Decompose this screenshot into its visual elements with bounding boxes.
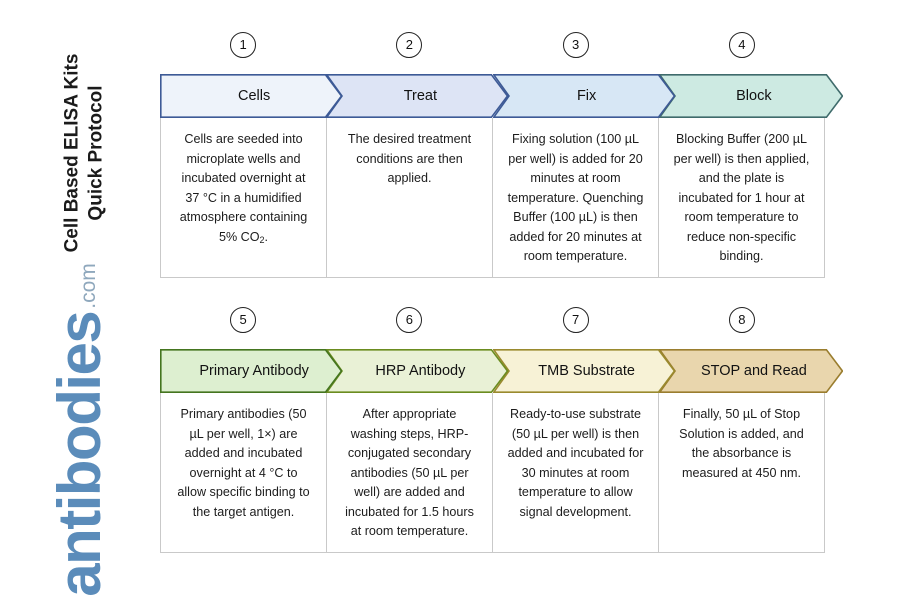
step-chevron-label-3: Fix <box>576 88 597 104</box>
step-chevron-shape-8 <box>658 349 843 393</box>
step-chevron-band-row-2: Primary Antibody HRP Antibody TMB Substrat… <box>160 349 843 393</box>
brand-logo: antibodies .com <box>10 263 150 597</box>
side-title-text: Cell Based ELISA Kits Quick Protocol <box>61 54 110 253</box>
step-description-text-5: Primary antibodies (50 µL per well, 1×) … <box>177 407 310 519</box>
step-description-text-7: Ready-to-use substrate (50 µL per well) … <box>507 407 644 519</box>
step-chevron-band-row-1: Cells Treat Fix Block <box>160 74 843 118</box>
step-chevron-4[interactable]: Block <box>658 74 843 118</box>
step-chevron-label-6: HRP Antibody <box>375 363 466 379</box>
step-chevron-5[interactable]: Primary Antibody <box>160 349 343 393</box>
brand-logo-suffix: .com <box>77 263 100 309</box>
step-chevron-shape-1 <box>160 74 343 118</box>
step-chevron-label-5: Primary Antibody <box>199 363 309 379</box>
step-description-cell-3: Fixing solution (100 µL per well) is add… <box>493 118 659 277</box>
step-chevron-shape-3 <box>492 74 675 118</box>
step-description-cell-5: Primary antibodies (50 µL per well, 1×) … <box>161 393 327 552</box>
step-number-badge-2: 2 <box>396 32 423 58</box>
step-number-badge-3: 3 <box>562 32 589 58</box>
step-description-grid-row-2: Primary antibodies (50 µL per well, 1×) … <box>160 393 825 553</box>
step-description-grid-row-1: Cells are seeded into microplate wells a… <box>160 118 825 278</box>
step-chevron-6[interactable]: HRP Antibody <box>326 349 509 393</box>
protocol-row-2: 5 6 7 8 Primary Antibody HRP Antibody TMB Sub… <box>160 307 843 553</box>
step-number-badge-1: 1 <box>230 32 257 58</box>
step-description-subscript-1: 2 <box>259 234 265 245</box>
step-chevron-shape-4 <box>658 74 843 118</box>
step-chevron-shape-6 <box>326 349 509 393</box>
step-number-badge-4: 4 <box>728 32 755 58</box>
protocol-row-1: 1 2 3 4 Cells Treat Fix Block Cells are seeded… <box>160 32 843 278</box>
step-description-cell-6: After appropriate washing steps, HRP-con… <box>327 393 493 552</box>
step-chevron-label-7: TMB Substrate <box>538 363 635 379</box>
step-chevron-1[interactable]: Cells <box>160 74 343 118</box>
side-title-line-1: Cell Based ELISA Kits <box>61 53 83 253</box>
brand-logo-inner: antibodies .com <box>46 263 113 597</box>
step-chevron-2[interactable]: Treat <box>326 74 509 118</box>
step-chevron-3[interactable]: Fix <box>492 74 675 118</box>
step-chevron-label-1: Cells <box>238 88 271 104</box>
step-description-cell-4: Blocking Buffer (200 µL per well) is the… <box>659 118 824 277</box>
step-chevron-8[interactable]: STOP and Read <box>658 349 843 393</box>
side-title-line-2: Quick Protocol <box>86 85 107 221</box>
step-description-text-6: After appropriate washing steps, HRP-con… <box>345 407 474 539</box>
step-chevron-7[interactable]: TMB Substrate <box>492 349 675 393</box>
document-side-title: Cell Based ELISA Kits Quick Protocol <box>56 28 114 278</box>
step-description-text-4: Blocking Buffer (200 µL per well) is the… <box>673 132 810 264</box>
step-number-badges-row-2: 5 6 7 8 <box>160 307 825 349</box>
step-chevron-shape-2 <box>326 74 509 118</box>
step-description-cell-7: Ready-to-use substrate (50 µL per well) … <box>493 393 659 552</box>
step-number-badge-6: 6 <box>396 307 423 333</box>
step-number-badge-5: 5 <box>230 307 257 333</box>
step-chevron-label-8: STOP and Read <box>700 363 807 379</box>
step-chevron-shape-5 <box>160 349 343 393</box>
step-chevron-shape-7 <box>492 349 675 393</box>
step-description-text-2: The desired treatment conditions are the… <box>347 132 472 186</box>
step-chevron-label-4: Block <box>736 88 772 104</box>
step-chevron-label-2: Treat <box>403 88 438 104</box>
step-description-text-3: Fixing solution (100 µL per well) is add… <box>507 132 644 264</box>
step-number-badge-7: 7 <box>562 307 589 333</box>
step-number-badges-row-1: 1 2 3 4 <box>160 32 825 74</box>
step-description-text-8: Finally, 50 µL of Stop Solution is added… <box>679 407 804 480</box>
step-number-badge-8: 8 <box>728 307 755 333</box>
step-description-text-1: Cells are seeded into microplate wells a… <box>179 132 308 245</box>
step-description-cell-8: Finally, 50 µL of Stop Solution is added… <box>659 393 824 552</box>
step-description-cell-1: Cells are seeded into microplate wells a… <box>161 118 327 277</box>
brand-logo-word: antibodies <box>46 311 113 597</box>
step-description-cell-2: The desired treatment conditions are the… <box>327 118 493 277</box>
